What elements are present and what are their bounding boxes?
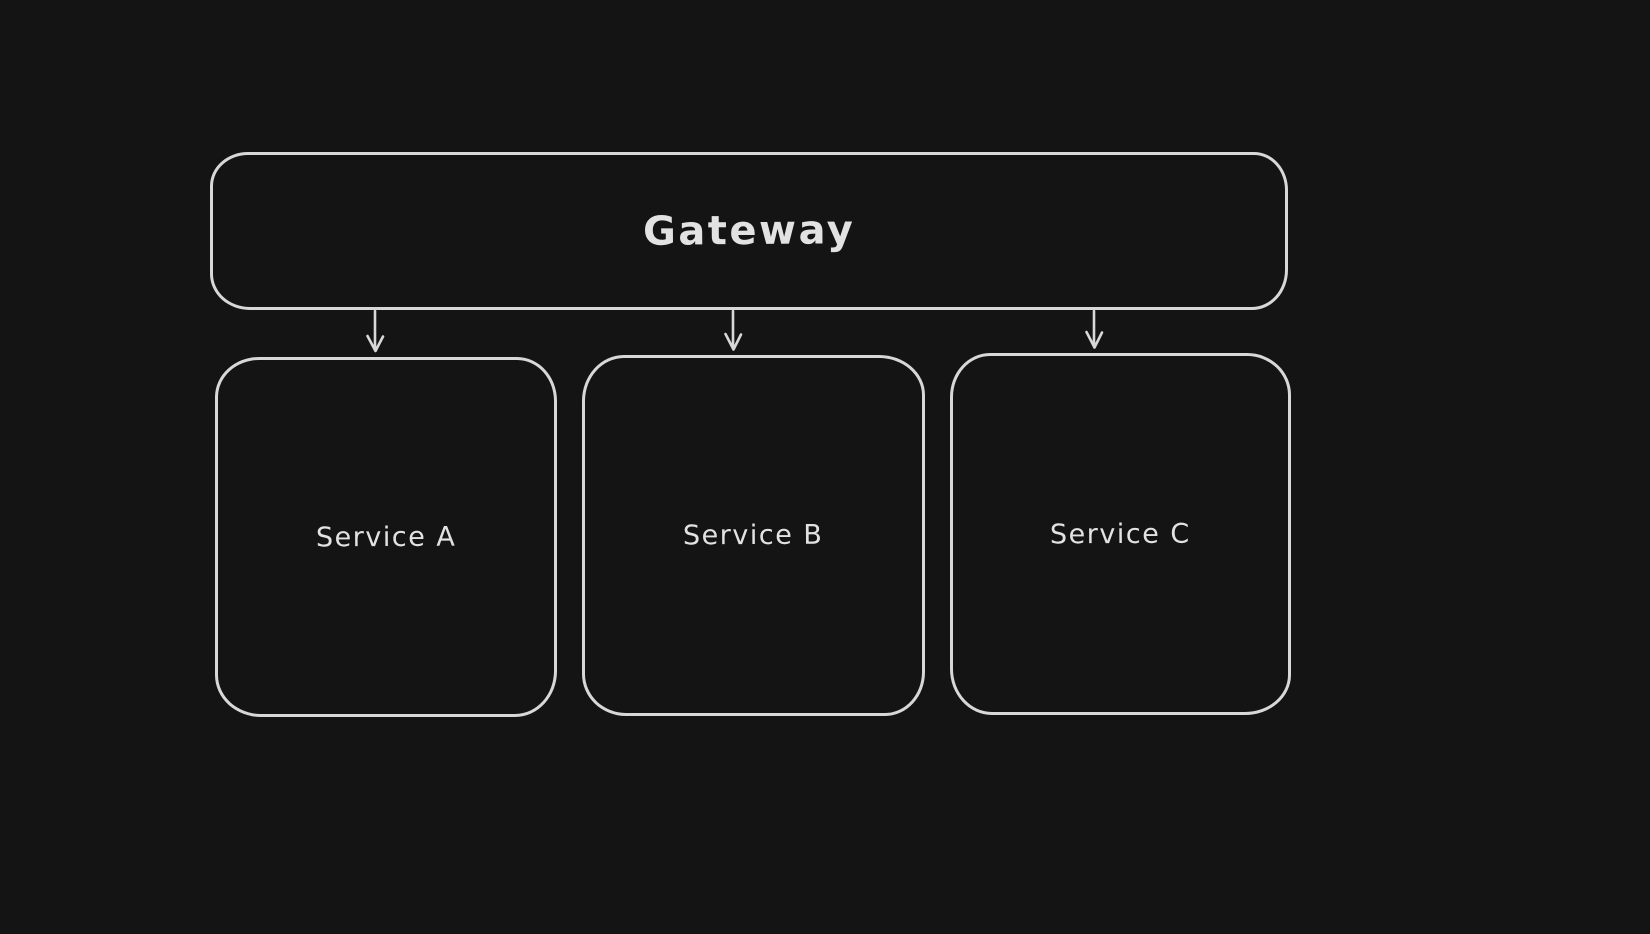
node-service-a-label: Service A xyxy=(315,521,457,553)
node-service-a[interactable]: Service A xyxy=(215,357,557,717)
node-service-c[interactable]: Service C xyxy=(950,353,1291,715)
node-gateway[interactable]: Gateway xyxy=(210,152,1288,310)
arrow-gateway-to-service-b-icon[interactable] xyxy=(724,309,743,351)
node-service-b-label: Service B xyxy=(683,519,824,552)
node-gateway-label: Gateway xyxy=(642,207,856,255)
arrow-gateway-to-service-a-icon[interactable] xyxy=(366,309,385,353)
node-service-c-label: Service C xyxy=(1050,518,1191,550)
node-service-b[interactable]: Service B xyxy=(582,355,925,716)
arrow-gateway-to-service-c-icon[interactable] xyxy=(1085,309,1104,349)
